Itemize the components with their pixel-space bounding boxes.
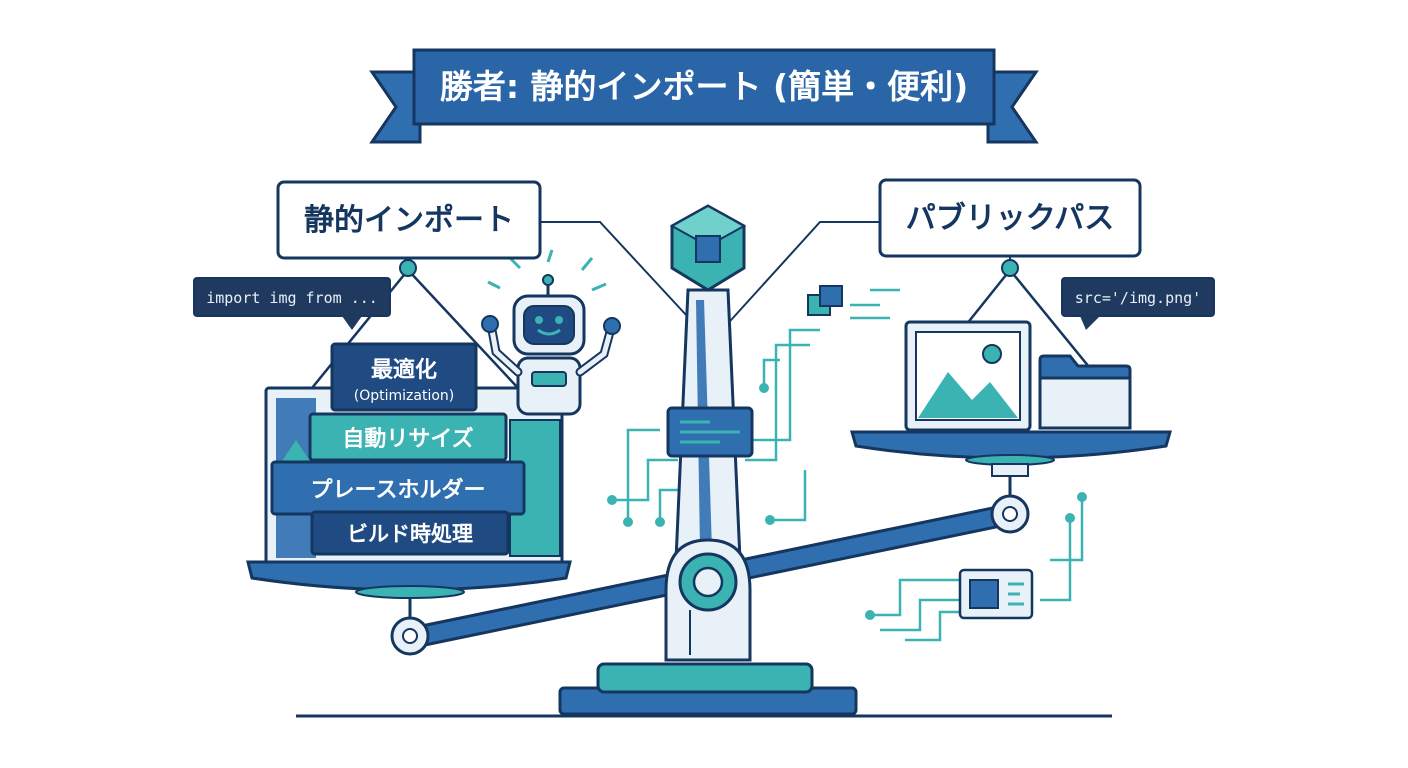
circuit-lines	[612, 288, 1084, 642]
folder-icon	[1038, 354, 1132, 430]
left-label-text: 静的インポート	[304, 203, 514, 238]
right-label: パブリックパス	[878, 178, 1142, 258]
circuit-nodes	[607, 383, 1087, 620]
winner-banner: 勝者: 静的インポート (簡単・便利)	[369, 48, 1039, 144]
banner-tail-left	[369, 70, 422, 144]
left-label: 静的インポート	[276, 180, 542, 260]
floating-squares	[807, 285, 843, 316]
right-code-text: src='/img.png'	[1075, 289, 1201, 307]
feature-block-buildtime	[310, 510, 510, 556]
feature-block-resize	[308, 412, 508, 462]
banner-title: 勝者: 静的インポート (簡単・便利)	[440, 67, 968, 106]
feature-optimization-sub: (Optimization)	[354, 388, 454, 404]
left-code-text: import img from ...	[206, 289, 378, 307]
banner-body	[412, 48, 996, 126]
feature-placeholder-label: プレースホルダー	[311, 477, 486, 503]
feature-optimization-label: 最適化	[371, 357, 437, 383]
chip-icon	[958, 568, 1034, 620]
feature-resize-label: 自動リサイズ	[342, 426, 473, 452]
right-label-text: パブリックパス	[906, 201, 1115, 236]
robot-icon	[481, 249, 621, 416]
feature-block-optimization	[330, 342, 478, 412]
left-code-bubble: import img from ...	[193, 277, 391, 330]
left-feature-stack: 最適化 (Optimization) 自動リサイズ プレースホルダー ビルド時処…	[270, 342, 526, 556]
cube-icon	[669, 204, 747, 292]
feature-buildtime-label: ビルド時処理	[347, 522, 473, 546]
scale-pillar	[558, 288, 858, 716]
image-icon	[904, 320, 1032, 432]
banner-tail-right	[986, 70, 1039, 144]
right-code-bubble: src='/img.png'	[1061, 277, 1215, 330]
